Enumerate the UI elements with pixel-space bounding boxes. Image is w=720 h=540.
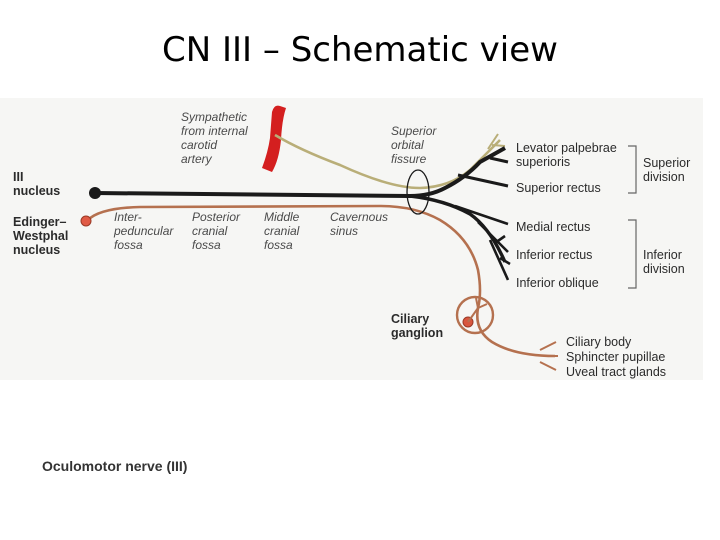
inferior-division-bracket (628, 219, 637, 289)
figure-background (0, 98, 703, 380)
carotid-artery-shape (262, 105, 286, 172)
superior-division-branch (457, 156, 509, 188)
ciliary-ganglion-ring (455, 295, 495, 335)
nucleus-label: III nucleus (13, 170, 60, 198)
muscle-label-inferior-oblique: Inferior oblique (516, 276, 599, 290)
parasympathetic-fibers (87, 204, 556, 358)
ew-nucleus-label: Edinger– Westphal nucleus (13, 215, 72, 257)
superior-division-label: Superior division (643, 156, 694, 184)
muscle-label-levator: Levator palpebrae superioris (516, 141, 620, 169)
figure-caption: Oculomotor nerve (III) (42, 458, 188, 474)
target-label-uveal: Uveal tract glands (566, 365, 666, 379)
oculomotor-nucleus-dot (89, 187, 101, 199)
edinger-westphal-nucleus-dot (80, 215, 92, 227)
muscle-label-superior-rectus: Superior rectus (516, 181, 601, 195)
target-label-sphincter: Sphincter pupillae (566, 350, 665, 364)
region-label-posterior: Posterior cranial fossa (192, 210, 243, 252)
region-label-middle: Middle cranial fossa (264, 210, 303, 252)
target-label-ciliary-body: Ciliary body (566, 335, 632, 349)
inferior-division-label: Inferior division (643, 248, 685, 276)
sympathetic-branch (487, 133, 506, 150)
ganglion-fibers (467, 297, 488, 323)
ciliary-ganglion-label: Ciliary ganglion (391, 312, 443, 340)
muscle-label-medial-rectus: Medial rectus (516, 220, 590, 234)
muscle-label-inferior-rectus: Inferior rectus (516, 248, 592, 262)
sympathetic-label: Sympathetic from internal carotid artery (181, 110, 251, 166)
fissure-label: Superior orbital fissure (391, 124, 440, 166)
slide-title: CN III – Schematic view (162, 30, 558, 70)
inferior-division-branches (454, 204, 511, 281)
superior-orbital-fissure-ring (406, 169, 430, 215)
short-ciliary-nerves (539, 341, 558, 371)
region-label-cavernous: Cavernous sinus (330, 210, 391, 238)
region-label-interpeduncular: Inter- peduncular fossa (113, 210, 177, 252)
superior-division-bracket (628, 145, 637, 194)
